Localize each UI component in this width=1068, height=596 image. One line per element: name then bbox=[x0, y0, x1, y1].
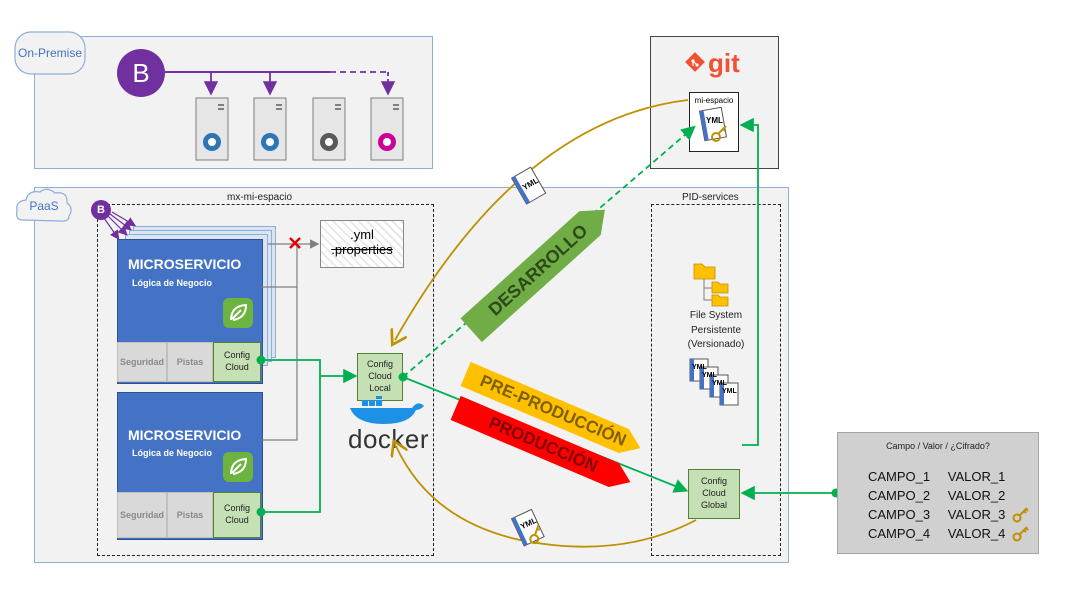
ms2-subtitle: Lógica de Negocio bbox=[132, 448, 213, 458]
ccl-line2: Cloud bbox=[368, 371, 392, 382]
git-repo-label: mi-espacio bbox=[694, 96, 734, 105]
ms1-title: MICROSERVICIO bbox=[128, 256, 242, 272]
key-icon bbox=[1012, 524, 1030, 542]
campo-1: CAMPO_1 bbox=[868, 469, 931, 484]
field-row-4: CAMPO_4 VALOR_4 bbox=[868, 526, 1005, 541]
docker-label: docker bbox=[348, 424, 430, 454]
field-table: Campo / Valor / ¿Cifrado? CAMPO_1 VALOR_… bbox=[837, 432, 1039, 554]
paas-bus-letter: B bbox=[97, 204, 105, 216]
banner-desarrollo: DESARROLLO bbox=[459, 196, 617, 343]
fs-line2: Persistente bbox=[690, 324, 742, 336]
cloud-shape-icon bbox=[16, 188, 72, 222]
valor-1: VALOR_1 bbox=[947, 469, 1006, 484]
server-2-icon bbox=[252, 96, 288, 162]
git-yml-file-icon: YML bbox=[698, 106, 730, 147]
yml-stack-tag-4: YML bbox=[722, 388, 737, 395]
cloud-shape-icon bbox=[14, 31, 86, 75]
folder-tree-icon bbox=[692, 260, 742, 308]
banner-produccion: PRODUCCIÓN bbox=[450, 394, 637, 496]
paas-label: PaaS bbox=[29, 199, 59, 213]
paas-cloud-badge: PaaS bbox=[13, 184, 75, 228]
onpremise-bus-icon: B bbox=[117, 49, 165, 97]
pid-services-label: PID-services bbox=[682, 192, 739, 203]
floating-yml-top-icon: YML bbox=[505, 161, 554, 210]
git-yml-label: YML bbox=[706, 116, 723, 125]
field-row-3: CAMPO_3 VALOR_3 bbox=[868, 507, 1005, 522]
yml-stack-tag-3: YML bbox=[712, 380, 727, 387]
git-logo-icon bbox=[685, 52, 705, 72]
field-row-2: CAMPO_2 VALOR_2 bbox=[868, 488, 1005, 503]
ms2-config-line2: Cloud bbox=[225, 515, 249, 525]
campo-2: CAMPO_2 bbox=[868, 488, 931, 503]
campo-3: CAMPO_3 bbox=[868, 507, 931, 522]
ms1-seguridad: Seguridad bbox=[117, 342, 167, 382]
valor-4: VALOR_4 bbox=[947, 526, 1006, 541]
fs-line1: File System bbox=[689, 310, 743, 321]
yml-stack-tag-2: YML bbox=[702, 372, 717, 379]
floating-yml-bottom-icon: YML bbox=[505, 504, 555, 555]
field-row-1: CAMPO_1 VALOR_1 bbox=[868, 469, 1005, 484]
valor-2: VALOR_2 bbox=[947, 488, 1006, 503]
ms1-subtitle: Lógica de Negocio bbox=[132, 278, 213, 288]
ms1-config-line1: Config bbox=[223, 350, 250, 361]
onpremise-bus-letter: B bbox=[132, 58, 150, 88]
valor-3: VALOR_3 bbox=[947, 507, 1006, 522]
ms2-pistas: Pistas bbox=[167, 492, 213, 538]
space-label: mx-mi-espacio bbox=[227, 192, 293, 203]
field-table-title: Campo / Valor / ¿Cifrado? bbox=[886, 441, 990, 451]
git-label: git bbox=[708, 48, 740, 78]
campo-4: CAMPO_4 bbox=[868, 526, 931, 541]
ms2-config-line1: Config bbox=[223, 503, 250, 514]
onpremise-panel bbox=[34, 36, 433, 169]
paas-bus-icon: B bbox=[91, 200, 111, 220]
ccg-line1: Config bbox=[700, 476, 727, 487]
fs-label: File System Persistente (Versionado) bbox=[668, 309, 764, 353]
local-files-properties: .properties bbox=[331, 242, 393, 257]
onpremise-label: On-Premise bbox=[17, 46, 82, 60]
local-files-yml: .yml bbox=[350, 227, 374, 242]
yml-stack-tag-1: YML bbox=[692, 364, 707, 371]
spring-leaf-icon bbox=[223, 298, 253, 328]
ms1-pistas: Pistas bbox=[167, 342, 213, 382]
banner-preproduccion: PRE-PRODUCCIÓN bbox=[460, 360, 647, 462]
fs-line3: (Versionado) bbox=[687, 339, 745, 350]
ms2-seguridad: Seguridad bbox=[117, 492, 167, 538]
docker-whale-icon bbox=[346, 393, 426, 426]
server-3-icon bbox=[311, 96, 347, 162]
ms1-config-line2: Cloud bbox=[225, 362, 249, 372]
ccg-line2: Cloud bbox=[702, 488, 726, 499]
server-1-icon bbox=[194, 96, 230, 162]
local-files-box: .yml .properties bbox=[320, 220, 404, 268]
ccg-line3: Global bbox=[700, 499, 727, 510]
server-4-icon bbox=[369, 96, 405, 162]
onpremise-cloud-badge: On-Premise bbox=[13, 30, 87, 76]
key-icon bbox=[1012, 505, 1030, 523]
ccl-line3: Local bbox=[369, 382, 391, 393]
spring-leaf-icon bbox=[223, 452, 253, 482]
yml-stack-icon: YML YML YML YML bbox=[688, 357, 744, 409]
ms2-title: MICROSERVICIO bbox=[128, 427, 242, 443]
ccl-line1: Config bbox=[366, 359, 393, 370]
